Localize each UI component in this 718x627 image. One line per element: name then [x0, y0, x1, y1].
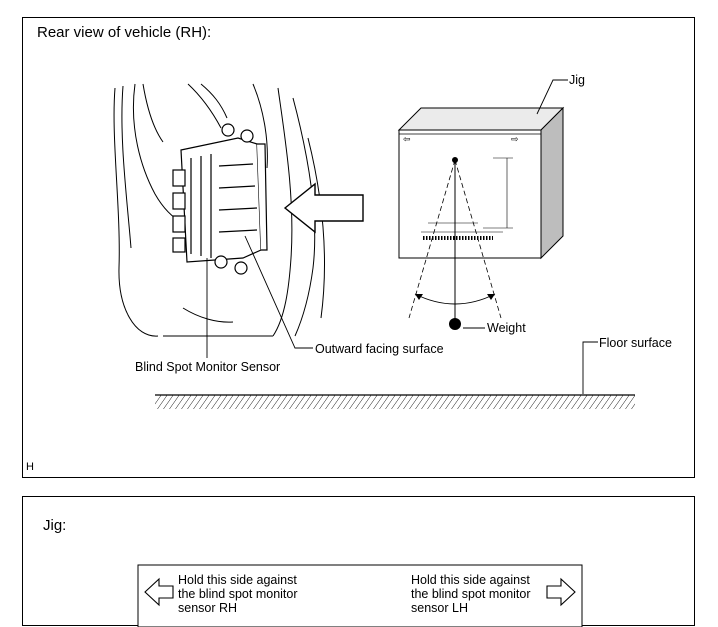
jig-box: ⇦ ⇨ [397, 106, 565, 260]
floor-surface-label: Floor surface [599, 336, 672, 350]
bottom-figure-panel: Jig: Hold this side against the blind sp… [22, 496, 695, 627]
sensor-label: Blind Spot Monitor Sensor [135, 360, 281, 374]
outward-surface-label: Outward facing surface [315, 342, 444, 356]
leader-lines [206, 79, 598, 394]
corner-mark: H [26, 461, 34, 473]
jig-left-line-1: Hold this side against [178, 573, 297, 587]
jig-right-line-1: Hold this side against [411, 573, 530, 587]
weight-icon [449, 318, 461, 330]
svg-text:⇨: ⇨ [511, 134, 519, 144]
top-figure-panel: ⇦ ⇨ [22, 17, 695, 478]
jig-label: Jig [569, 73, 585, 87]
floor-hatching [155, 395, 635, 409]
top-figure-drawing: ⇦ ⇨ [113, 79, 635, 409]
blind-spot-monitor-sensor [172, 123, 268, 275]
jig-front-drawing [137, 564, 583, 627]
top-title: Rear view of vehicle (RH): [37, 24, 212, 41]
jig-right-line-3: sensor LH [411, 601, 468, 615]
jig-right-instruction: Hold this side against the blind spot mo… [411, 573, 531, 615]
jig-left-instruction: Hold this side against the blind spot mo… [178, 573, 298, 615]
right-arrow-icon [546, 577, 576, 607]
weight-label: Weight [487, 321, 526, 335]
pendulum [408, 157, 502, 330]
svg-text:⇦: ⇦ [403, 134, 411, 144]
jig-left-line-3: sensor RH [178, 601, 238, 615]
jig-right-line-2: the blind spot monitor [411, 587, 531, 601]
push-direction-arrow [283, 182, 364, 234]
vehicle-body-outline [113, 83, 326, 337]
bottom-title: Jig: [43, 517, 67, 534]
left-arrow-icon [144, 577, 174, 607]
jig-left-line-2: the blind spot monitor [178, 587, 298, 601]
